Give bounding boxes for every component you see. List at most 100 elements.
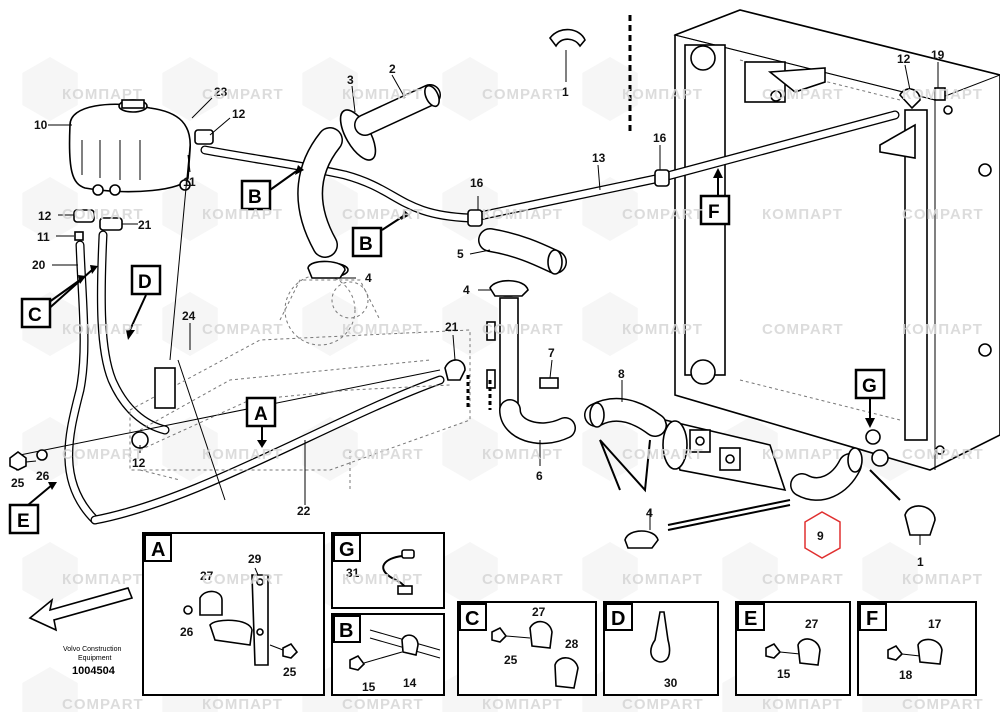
view-label-b-lower: B	[359, 234, 373, 255]
view-label-f: F	[708, 202, 720, 223]
panel-e-part-15: 15	[777, 667, 791, 681]
watermark-text: COMPART	[62, 206, 144, 223]
watermark-text: КОМПАРТ	[622, 86, 703, 103]
callout-26: 26	[36, 469, 50, 483]
watermark-text: COMPART	[62, 446, 144, 463]
drawing-number: 1004504	[72, 665, 116, 677]
watermark-text: COMPART	[762, 86, 844, 103]
detail-panel-f: F 17 18	[857, 601, 977, 696]
watermark-text: COMPART	[482, 321, 564, 338]
watermark-text: COMPART	[342, 696, 424, 712]
watermark-logo-icon	[22, 177, 78, 241]
watermark-text: КОМПАРТ	[482, 206, 563, 223]
callout-21-engine: 21	[445, 320, 459, 334]
panel-f-label: F	[866, 608, 878, 630]
watermark-text: COMPART	[202, 321, 284, 338]
view-label-g: G	[862, 376, 877, 397]
watermark-text: COMPART	[62, 696, 144, 712]
panel-a-part-26: 26	[180, 625, 194, 639]
watermark-logo-icon	[302, 57, 358, 121]
watermark-logo-icon	[302, 292, 358, 356]
watermark-text: COMPART	[622, 206, 704, 223]
panel-c-part-27: 27	[532, 605, 546, 619]
watermark-logo-icon	[582, 417, 638, 481]
callout-22: 22	[297, 504, 311, 518]
watermark-text: COMPART	[902, 446, 984, 463]
watermark-text: COMPART	[482, 86, 564, 103]
callout-12-engine: 12	[132, 456, 146, 470]
detail-panel-g: G 31	[331, 532, 445, 609]
callout-4-upper: 4	[365, 271, 372, 285]
callout-2: 2	[389, 62, 396, 76]
watermark-text: COMPART	[202, 86, 284, 103]
callout-11-left: 11	[37, 230, 50, 244]
watermark-text: КОМПАРТ	[902, 321, 983, 338]
watermark-text: КОМПАРТ	[762, 206, 843, 223]
callout-12-top: 12	[232, 107, 246, 121]
panel-e-label: E	[744, 608, 757, 630]
callout-3: 3	[347, 73, 354, 87]
view-label-boxes: B B C D A E F G	[8, 179, 886, 535]
panel-a-part-29: 29	[248, 552, 262, 566]
callout-5: 5	[457, 247, 464, 261]
watermark-text: КОМПАРТ	[62, 86, 143, 103]
bolts	[9, 449, 48, 471]
watermark-logo-icon	[22, 57, 78, 121]
panel-f-part-17: 17	[928, 617, 942, 631]
watermark-logo-icon	[582, 542, 638, 606]
leader-lines	[16, 50, 939, 545]
watermark-text: КОМПАРТ	[342, 571, 423, 588]
panel-b-part-15: 15	[362, 680, 376, 694]
watermark-text: COMPART	[762, 571, 844, 588]
watermark-text: COMPART	[342, 446, 424, 463]
radiator	[673, 9, 1000, 471]
callout-8: 8	[618, 367, 625, 381]
watermark-text: COMPART	[762, 321, 844, 338]
panel-c-label: C	[465, 608, 479, 630]
watermark-logo-icon	[442, 417, 498, 481]
watermark-logo-icon	[22, 667, 78, 717]
detail-panel-b: B 15 14	[331, 613, 445, 696]
watermark-text: КОМПАРТ	[482, 446, 563, 463]
watermark-text: COMPART	[342, 206, 424, 223]
callout-10: 10	[34, 118, 48, 132]
detail-panel-c: C 27 28 25	[457, 601, 597, 696]
panel-e-part-27: 27	[805, 617, 819, 631]
callout-numbers: 1 2 3 10 23 12 11 12 11 20 21 4 5 4 16 1…	[11, 48, 945, 569]
callout-16-left: 16	[470, 176, 484, 190]
watermark-text: КОМПАРТ	[62, 321, 143, 338]
panel-c-part-25: 25	[504, 653, 518, 667]
watermark-text: КОМПАРТ	[622, 571, 703, 588]
watermark-text: КОМПАРТ	[202, 696, 283, 712]
watermark-text: КОМПАРТ	[902, 86, 983, 103]
watermark-logo-icon	[442, 177, 498, 241]
engine-outline	[129, 274, 471, 490]
hose-20	[19, 144, 445, 525]
detail-panel-e: E 27 15	[735, 601, 851, 696]
watermark-logo-icon	[582, 57, 638, 121]
watermark-text: COMPART	[622, 446, 704, 463]
detail-panel-d: D 30	[603, 601, 719, 696]
manufacturer-line-2: Equipment	[78, 655, 112, 662]
watermark-text: КОМПАРТ	[202, 446, 283, 463]
watermark-text: КОМПАРТ	[62, 571, 143, 588]
callout-4-lower: 4	[646, 506, 653, 520]
callout-4-middle: 4	[463, 283, 470, 297]
view-label-e: E	[17, 511, 30, 532]
callout-6: 6	[536, 469, 543, 483]
watermark-text: КОМПАРТ	[762, 446, 843, 463]
panel-a-part-25: 25	[283, 665, 297, 679]
view-label-arrows	[27, 165, 901, 531]
direction-arrow	[28, 587, 134, 632]
watermark-logo-icon	[162, 177, 218, 241]
watermark-logo-icon	[442, 57, 498, 121]
leader-dashes	[466, 15, 632, 410]
clamps	[73, 28, 946, 549]
watermark-text: КОМПАРТ	[202, 206, 283, 223]
panel-g-part-31: 31	[346, 566, 360, 580]
callout-25: 25	[11, 476, 25, 490]
watermark-logo-icon	[722, 542, 778, 606]
callout-11-right: 11	[183, 175, 196, 189]
watermark-logo-icon	[442, 292, 498, 356]
watermark-text-layer: КОМПАРТ COMPART КОМПАРТ COMPART КОМПАРТ COMPA…	[62, 86, 984, 713]
